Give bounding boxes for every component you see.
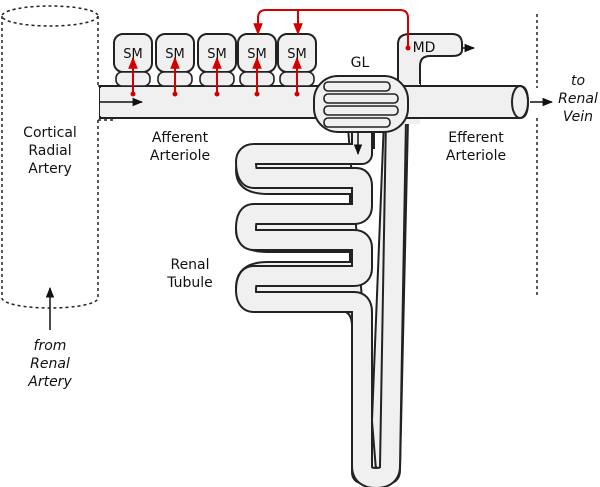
label-tubule-line2: Tubule	[166, 275, 213, 291]
renal-tubule-body	[235, 117, 407, 487]
label-from-line2: Renal	[30, 356, 70, 372]
label-sm-2: SM	[165, 47, 184, 62]
label-to-renal-vein: to Renal Vein	[558, 73, 598, 125]
label-afferent-arteriole: Afferent Arteriole	[150, 130, 210, 164]
label-from-line3: Artery	[27, 374, 72, 390]
label-afferent-line1: Afferent	[152, 130, 209, 146]
label-to-line2: Renal	[558, 91, 598, 107]
label-renal-tubule: Renal Tubule	[166, 257, 213, 291]
label-cortical-radial-artery: Cortical Radial Artery	[23, 125, 77, 177]
label-sm-4: SM	[247, 47, 266, 62]
label-sm-3: SM	[207, 47, 226, 62]
label-efferent-line1: Efferent	[448, 130, 504, 146]
label-glomerulus: GL	[351, 55, 370, 71]
label-cortical-line1: Cortical	[23, 125, 77, 141]
label-tubule-line1: Renal	[170, 257, 209, 273]
label-from-renal-artery: from Renal Artery	[27, 338, 72, 390]
glomerulus	[313, 75, 409, 133]
sm-labels: SM SM SM SM SM	[123, 47, 306, 62]
label-sm-5: SM	[287, 47, 306, 62]
label-efferent-line2: Arteriole	[446, 148, 506, 164]
smooth-muscle-cells	[113, 33, 317, 87]
label-from-line1: from	[34, 338, 67, 354]
label-cortical-line3: Artery	[28, 161, 71, 177]
label-efferent-arteriole: Efferent Arteriole	[446, 130, 506, 164]
sm-signal-arrows	[128, 56, 302, 97]
label-afferent-line2: Arteriole	[150, 148, 210, 164]
flow-arrows	[45, 43, 554, 330]
label-to-line1: to	[571, 73, 585, 89]
macula-densa-feedback	[253, 9, 411, 51]
label-to-line3: Vein	[563, 109, 593, 125]
label-cortical-line2: Radial	[28, 143, 71, 159]
label-macula-densa: MD	[413, 40, 436, 56]
label-sm-1: SM	[123, 47, 142, 62]
